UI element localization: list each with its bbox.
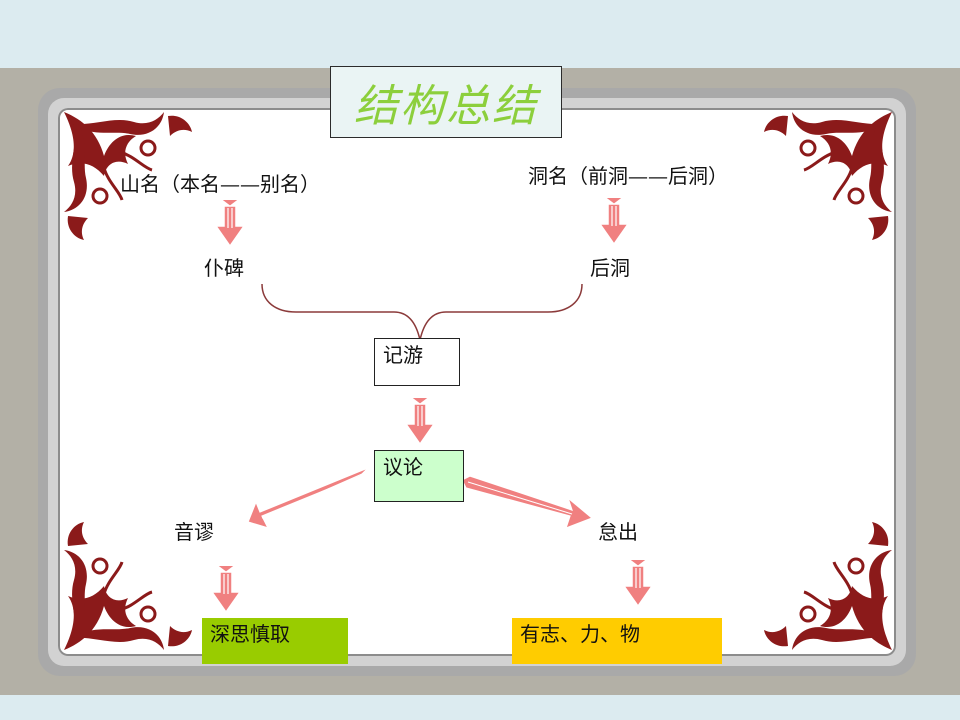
node-discussion: 议论 xyxy=(374,450,464,502)
corner-ornament-bottom-left xyxy=(62,520,194,652)
page-title: 结构总结 xyxy=(354,81,538,132)
node-deep-thought: 深思慎取 xyxy=(202,618,348,664)
node-back-cave: 后洞 xyxy=(590,256,630,280)
arrow-pronunciation-to-deepthought xyxy=(211,565,241,613)
node-travel: 记游 xyxy=(374,338,460,386)
node-will-strength-things: 有志、力、物 xyxy=(512,618,722,664)
node-cave-name: 洞名（前洞——后洞） xyxy=(528,164,728,188)
arrow-travel-to-discussion xyxy=(405,397,435,445)
arrow-laziness-to-will xyxy=(623,559,653,607)
node-pronunciation-error: 音谬 xyxy=(174,520,214,544)
node-mountain-name: 山名（本名——别名） xyxy=(120,172,320,196)
arrow-cave-to-backcave xyxy=(599,197,629,245)
node-laziness: 怠出 xyxy=(598,520,638,544)
arrow-mountain-to-stele xyxy=(215,199,245,247)
corner-ornament-bottom-right xyxy=(762,520,894,652)
title-box: 结构总结 xyxy=(330,66,562,138)
node-fallen-stele: 仆碑 xyxy=(204,256,244,280)
frame-inner xyxy=(58,108,896,656)
top-band xyxy=(0,0,960,68)
corner-ornament-top-right xyxy=(762,110,894,242)
brace-connector xyxy=(261,283,583,341)
arrow-discussion-to-laziness xyxy=(461,475,594,530)
bottom-band xyxy=(0,695,960,720)
arrow-discussion-to-pronunciation xyxy=(247,467,369,529)
